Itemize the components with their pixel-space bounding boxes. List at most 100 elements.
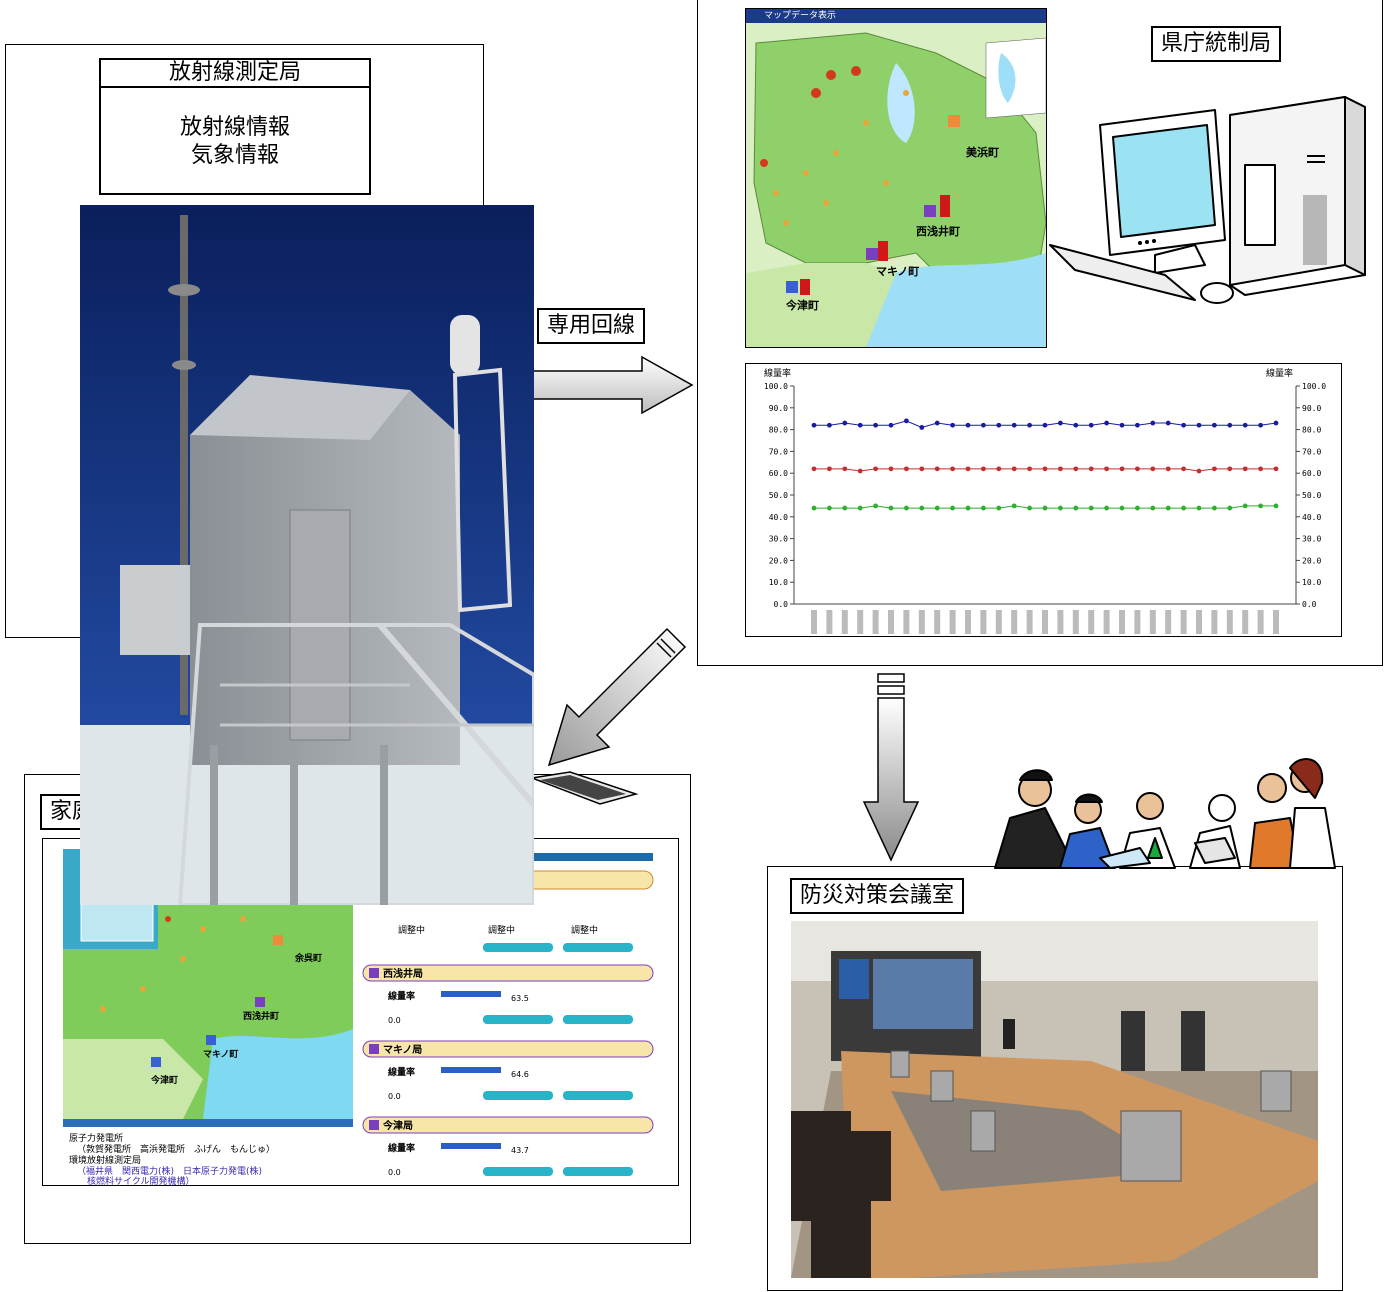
portal-trend-button[interactable] (483, 1015, 553, 1024)
chart-tick-label-right: 70.0 (1302, 447, 1321, 456)
chart-point (965, 422, 971, 428)
chart-point (1027, 466, 1032, 472)
chart-point (1058, 420, 1063, 426)
chart-tick-label-left: 60.0 (769, 469, 788, 478)
chart-point (1135, 422, 1140, 428)
chart-x-tick-label (1273, 610, 1279, 634)
chart-point (904, 418, 909, 424)
chart-x-tick-label (995, 610, 1002, 634)
chart-x-tick-label (1134, 610, 1141, 634)
chart-x-tick-label (1257, 610, 1264, 634)
chart-tick-label-left: 40.0 (769, 513, 788, 522)
svg-text:原子力発電所: 原子力発電所 (69, 1132, 123, 1144)
chart-tick-label-left: 50.0 (769, 491, 788, 500)
chart-tick-label-right: 60.0 (1302, 469, 1321, 478)
chart-point (1181, 505, 1186, 511)
chart-x-tick-label (826, 610, 833, 634)
chart-point (1011, 422, 1017, 428)
portal-dose-value: 43.7 (511, 1146, 529, 1155)
chart-x-tick-label (980, 610, 987, 634)
chart-point (827, 466, 832, 472)
chart-point (842, 466, 848, 472)
portal-town-2: 西浅井町 (243, 1010, 279, 1022)
right-arrow-icon (531, 355, 694, 415)
prefecture-map: 美浜町 西浅井町 マキノ町 今津町 (746, 23, 1046, 347)
portal-trend-button[interactable] (563, 1167, 633, 1176)
chart-x-tick-label (872, 610, 879, 634)
svg-text:環境放射線測定局: 環境放射線測定局 (69, 1154, 141, 1166)
chart-point (996, 466, 1002, 472)
meeting-room-photo (791, 921, 1318, 1278)
chart-point (1073, 466, 1079, 472)
chart-point (1212, 466, 1217, 472)
chart-point (811, 466, 817, 472)
portal-station-bar (362, 1116, 654, 1134)
chart-point (1088, 466, 1094, 472)
chart-point (1058, 505, 1063, 511)
portal-trend-button[interactable] (563, 1015, 633, 1024)
svg-text:調整中: 調整中 (488, 924, 515, 936)
chart-point (1242, 503, 1248, 509)
chart-point (1058, 466, 1063, 472)
chart-point (1104, 466, 1109, 472)
chart-point (1027, 422, 1032, 428)
chart-tick-label-right: 20.0 (1302, 556, 1321, 565)
portal-town-4: 今津町 (150, 1074, 178, 1086)
chart-ylabel-right: 線量率 (1266, 367, 1293, 379)
map-town-4: 今津町 (785, 298, 819, 312)
chart-tick-label-right: 80.0 (1302, 426, 1321, 435)
chart-x-tick-label (888, 610, 894, 634)
chart-point (1150, 466, 1156, 472)
portal-trend-button[interactable] (563, 1091, 633, 1100)
chart-point (1227, 466, 1233, 472)
prefecture-label: 県庁統制局 (1151, 26, 1282, 62)
down-arrow-icon (862, 673, 920, 862)
diagonal-arrow-icon (547, 627, 687, 767)
chart-point (888, 466, 894, 472)
portal-dose-label: 線量率 (388, 990, 415, 1002)
chart-tick-label-left: 30.0 (769, 535, 788, 544)
chart-point (1073, 505, 1079, 511)
station-photo (80, 205, 534, 905)
portal-station-name: マキノ局 (383, 1044, 422, 1056)
chart-tick-label-right: 40.0 (1302, 513, 1321, 522)
chart-x-tick-label (1180, 610, 1187, 634)
portal-dose-value: 64.6 (511, 1070, 529, 1079)
portal-trend-button[interactable] (483, 1167, 553, 1176)
chart-point (811, 505, 817, 511)
chart-point (1088, 422, 1094, 428)
portal-rain-value: 0.0 (388, 1168, 401, 1177)
chart-tick-label-left: 100.0 (764, 382, 788, 391)
portal-town-3: マキノ町 (203, 1049, 238, 1060)
portal-dose-label: 線量率 (388, 1142, 415, 1154)
chart-tick-label-left: 0.0 (774, 600, 789, 609)
chart-point (904, 466, 909, 472)
portal-town-1: 余呉町 (294, 952, 322, 964)
chart-point (873, 466, 878, 472)
chart-tick-label-right: 50.0 (1302, 491, 1321, 500)
portal-dose-bar (441, 1143, 501, 1149)
chart-point (888, 422, 894, 428)
portal-station-badge (369, 1044, 379, 1054)
chart-point (996, 422, 1002, 428)
chart-point (1273, 420, 1279, 426)
chart-point (1212, 422, 1217, 428)
chart-point (811, 422, 817, 428)
map-station-dots (773, 90, 909, 226)
chart-x-tick-label (1026, 610, 1033, 634)
chart-tick-label-left: 10.0 (769, 578, 788, 587)
chart-x-tick-label (1103, 610, 1110, 634)
prefecture-map-window: マップデータ表示 美浜町 西浅井町 マキノ町 (745, 8, 1047, 348)
portal-station-bar (362, 964, 654, 982)
chart-x-tick-label (1226, 610, 1233, 634)
chart-point (965, 466, 971, 472)
chart-point (1042, 505, 1048, 511)
map-window-title: マップデータ表示 (764, 11, 837, 21)
chart-point (996, 505, 1002, 511)
chart-point (1011, 503, 1017, 509)
portal-trend-button[interactable] (483, 1091, 553, 1100)
laptop-icon (530, 771, 639, 805)
chart-point (1196, 505, 1202, 511)
map-badges (786, 115, 960, 295)
chart-x-tick-label (934, 610, 941, 634)
